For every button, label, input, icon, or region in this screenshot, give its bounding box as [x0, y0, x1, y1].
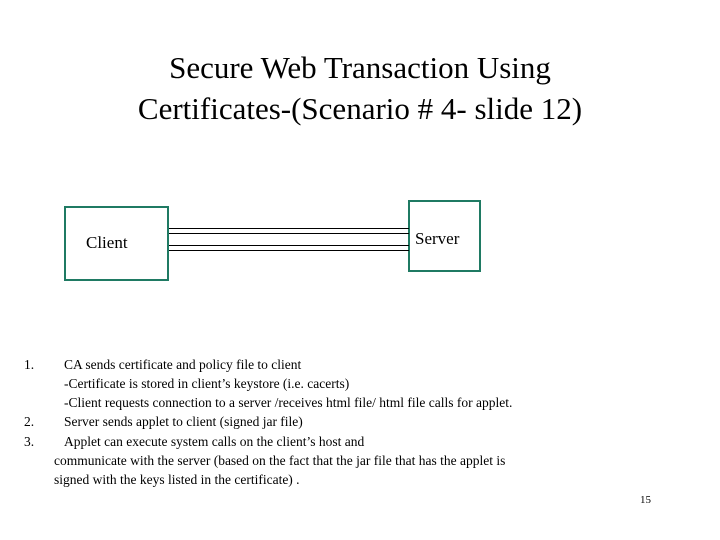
title-line-2: Certificates-(Scenario # 4- slide 12) — [137, 90, 583, 126]
list-item-text: Server sends applet to client (signed ja… — [64, 414, 303, 430]
list-item-text: CA sends certificate and policy file to … — [64, 357, 302, 372]
continuation-line: signed with the keys listed in the certi… — [54, 471, 300, 487]
client-box — [64, 206, 169, 281]
server-box-label: Server — [415, 229, 460, 248]
page-title: Secure Web Transaction Using Certificate… — [36, 48, 684, 130]
list-item: 3. Applet can execute system calls on th… — [18, 432, 708, 451]
client-box-label: Client — [86, 233, 128, 252]
list-item: 2. Server sends applet to client (signed… — [18, 412, 708, 431]
transaction-diagram: Client Server — [0, 190, 720, 300]
list-item: 1. CA sends certificate and policy file … — [18, 355, 708, 374]
list-item-number: 2. — [24, 414, 35, 430]
continuation-line: communicate with the server (based on th… — [54, 452, 506, 468]
connector-line-3 — [169, 245, 409, 246]
page-number: 15 — [640, 494, 651, 506]
steps-list: 1. CA sends certificate and policy file … — [18, 355, 708, 489]
list-item-number: 1. — [24, 357, 35, 372]
connector-line-4 — [169, 250, 409, 251]
list-item-text: Applet can execute system calls on the c… — [64, 433, 365, 449]
server-box — [408, 200, 481, 272]
list-item-subline: -Certificate is stored in client’s keyst… — [64, 376, 350, 392]
list-item-subline: -Client requests connection to a server … — [64, 395, 513, 411]
connector-line-2 — [169, 233, 409, 234]
connector-line-1 — [169, 228, 409, 229]
list-item-number: 3. — [24, 433, 35, 449]
title-line-1: Secure Web Transaction Using — [169, 50, 551, 85]
